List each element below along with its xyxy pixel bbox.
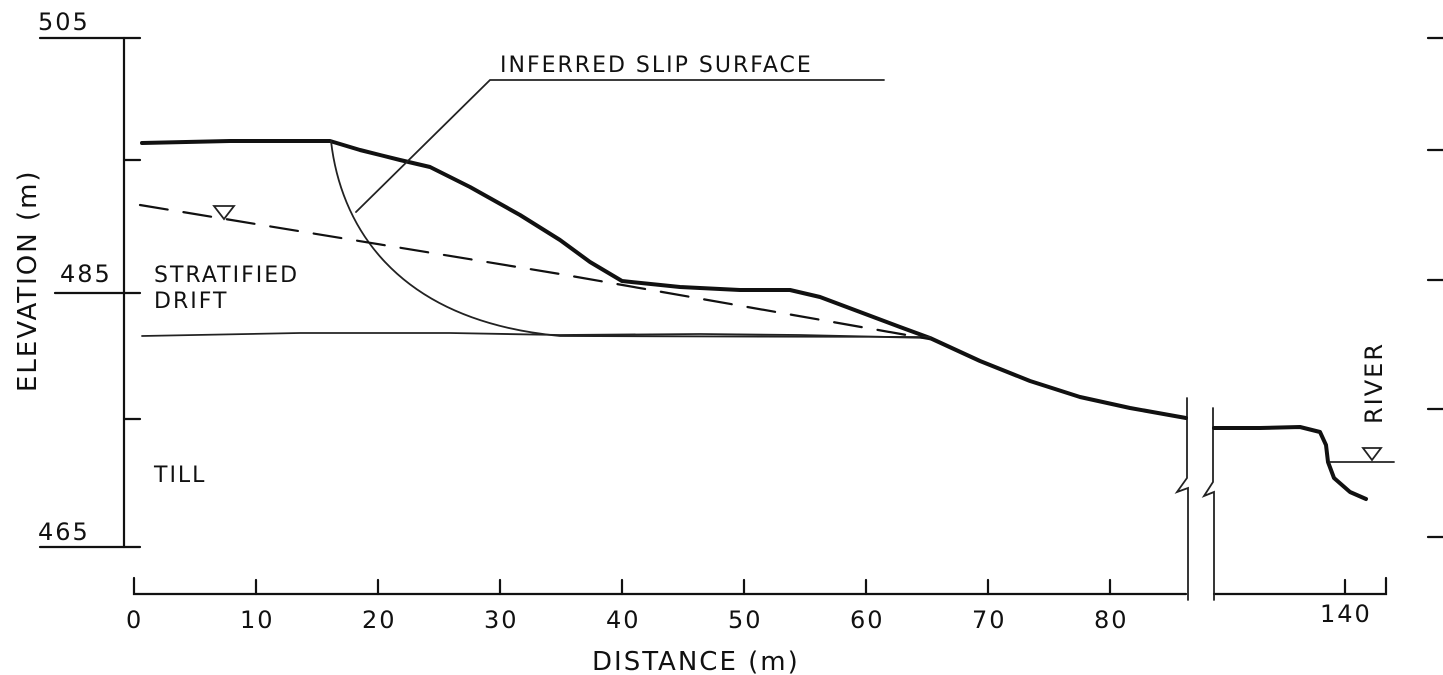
till-label: TILL [153, 463, 206, 488]
slip-surface-leader [355, 79, 885, 213]
x-tick-140: 140 [1320, 600, 1372, 628]
stratified-drift-label-2: DRIFT [154, 289, 228, 314]
water-table-symbol [212, 205, 236, 221]
y-tick-505: 505 [38, 8, 90, 36]
river-water-symbol [1361, 447, 1383, 462]
slip-surface-label: INFERRED SLIP SURFACE [500, 53, 813, 78]
drift-till-boundary [141, 332, 931, 339]
x-tick-80: 80 [1094, 606, 1129, 634]
x-tick-0: 0 [126, 606, 143, 634]
river-label: RIVER [1360, 342, 1388, 424]
elevation-axis [38, 36, 142, 549]
x-tick-70: 70 [972, 606, 1007, 634]
x-tick-10: 10 [240, 606, 275, 634]
x-axis-label: DISTANCE (m) [592, 647, 800, 675]
x-tick-40: 40 [606, 606, 641, 634]
stratified-drift-label-1: STRATIFIED [154, 263, 299, 288]
water-table-line [138, 203, 937, 342]
y-axis-label: ELEVATION (m) [13, 169, 43, 392]
x-tick-60: 60 [850, 606, 885, 634]
y-tick-465: 465 [38, 518, 90, 546]
ground-surface [140, 139, 1188, 420]
x-tick-20: 20 [362, 606, 397, 634]
x-tick-50: 50 [728, 606, 763, 634]
x-tick-30: 30 [484, 606, 519, 634]
distance-axis [132, 576, 1388, 596]
inferred-slip-surface [330, 140, 931, 338]
river-bank-surface [1212, 425, 1368, 501]
y-tick-485: 485 [60, 260, 112, 288]
axis-break-marks [1174, 397, 1215, 601]
right-elevation-axis [1426, 36, 1443, 539]
